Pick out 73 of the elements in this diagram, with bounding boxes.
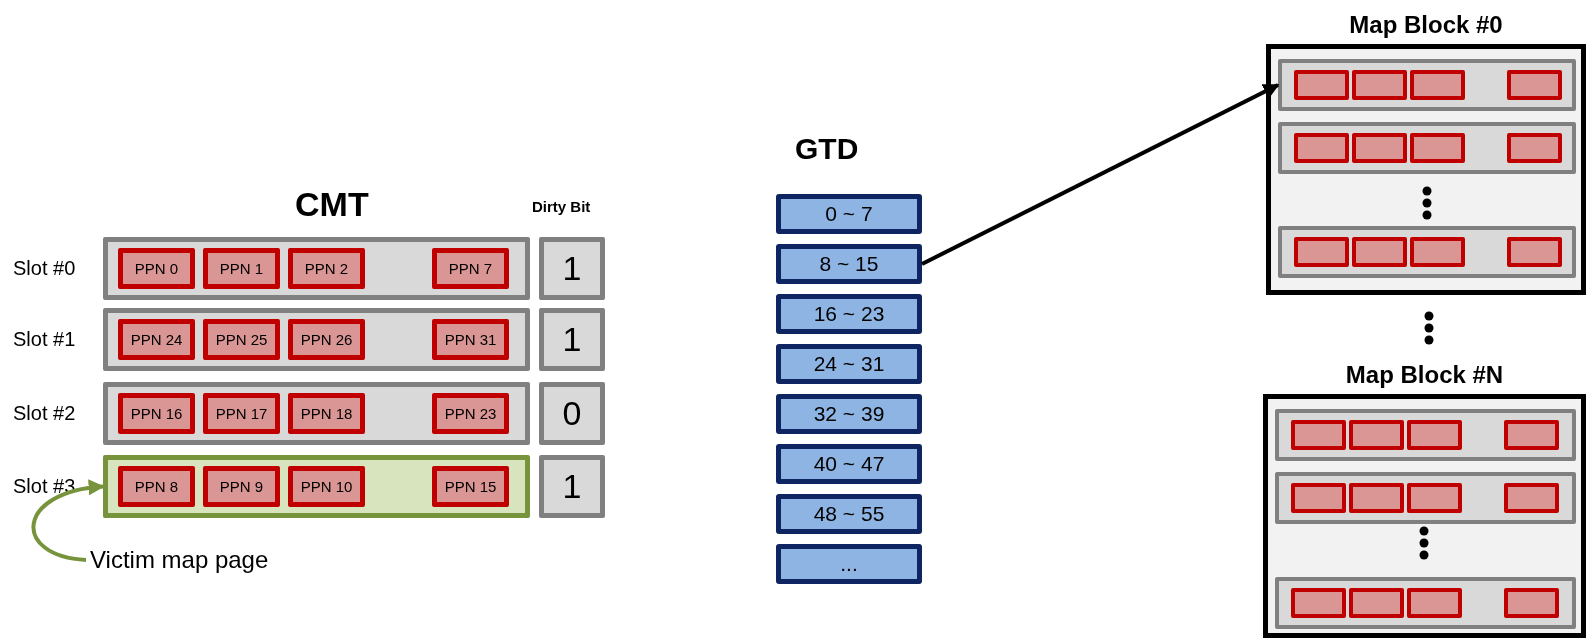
ppn-entry: [1410, 133, 1465, 163]
table-title: GTD: [795, 132, 859, 166]
ppn-entry: PPN 24: [118, 319, 195, 360]
ppn-entry: [1407, 588, 1462, 618]
ppn-entry: [1294, 70, 1349, 100]
ppn-entry: [1291, 420, 1346, 450]
ppn-entry: [1294, 133, 1349, 163]
ppn-entry: PPN 16: [118, 393, 195, 434]
ppn-entry: PPN 7: [432, 248, 509, 289]
arrow: [31, 480, 105, 562]
ppn-entry: [1349, 588, 1404, 618]
gtd-entry: 32 ~ 39: [776, 394, 922, 434]
map-page-row: [1278, 122, 1576, 174]
ppn-entry: PPN 8: [118, 466, 195, 507]
cache-slot-row: [103, 237, 530, 300]
gtd-entry: 24 ~ 31: [776, 344, 922, 384]
arrow: [921, 83, 1280, 266]
ppn-entry: PPN 18: [288, 393, 365, 434]
dirty-bit-cell: 0: [539, 382, 605, 445]
dirty-bit-cell: 1: [539, 308, 605, 371]
ppn-entry: [1352, 237, 1407, 267]
victim-slot-row: [103, 455, 530, 518]
map-page-row: [1275, 577, 1576, 629]
ppn-entry: [1291, 588, 1346, 618]
gtd-entry: 8 ~ 15: [776, 244, 922, 284]
slot-label: Slot #0: [13, 256, 76, 280]
ppn-entry: PPN 25: [203, 319, 280, 360]
ppn-entry: [1504, 483, 1559, 513]
ppn-entry: PPN 17: [203, 393, 280, 434]
ppn-entry: [1410, 237, 1465, 267]
ppn-entry: [1504, 420, 1559, 450]
ppn-entry: [1294, 237, 1349, 267]
ppn-entry: PPN 9: [203, 466, 280, 507]
cache-slot-row: [103, 382, 530, 445]
annotation-text: Victim map page: [90, 543, 320, 577]
ppn-entry: [1507, 70, 1562, 100]
ppn-entry: [1349, 483, 1404, 513]
gtd-entry: 0 ~ 7: [776, 194, 922, 234]
dirty-bit-cell: 1: [539, 237, 605, 300]
gtd-entry: 40 ~ 47: [776, 444, 922, 484]
slot-label: Slot #2: [13, 401, 76, 425]
gtd-entry: 16 ~ 23: [776, 294, 922, 334]
map-block-title: Map Block #N: [1344, 361, 1505, 389]
ppn-entry: PPN 2: [288, 248, 365, 289]
ppn-entry: PPN 0: [118, 248, 195, 289]
cache-slot-row: [103, 308, 530, 371]
ppn-entry: [1410, 70, 1465, 100]
ppn-entry: PPN 1: [203, 248, 280, 289]
ppn-entry: [1352, 70, 1407, 100]
dirty-bit-cell: 1: [539, 455, 605, 518]
map-page-row: [1275, 472, 1576, 524]
ppn-entry: [1407, 483, 1462, 513]
ppn-entry: PPN 26: [288, 319, 365, 360]
ppn-entry: [1352, 133, 1407, 163]
map-page-row: [1275, 409, 1576, 461]
map-page-row: [1278, 59, 1576, 111]
slot-label: Slot #1: [13, 327, 76, 351]
gtd-entry: 48 ~ 55: [776, 494, 922, 534]
ppn-entry: [1407, 420, 1462, 450]
ppn-entry: [1507, 133, 1562, 163]
map-block-title: Map Block #0: [1348, 11, 1504, 39]
ppn-entry: PPN 31: [432, 319, 509, 360]
ppn-entry: PPN 23: [432, 393, 509, 434]
column-header: Dirty Bit: [532, 198, 591, 215]
ppn-entry: PPN 10: [288, 466, 365, 507]
map-page-row: [1278, 226, 1576, 278]
ppn-entry: [1291, 483, 1346, 513]
ppn-entry: [1349, 420, 1404, 450]
ppn-entry: [1507, 237, 1562, 267]
gtd-entry: ...: [776, 544, 922, 584]
table-title: CMT: [295, 185, 369, 224]
ppn-entry: PPN 15: [432, 466, 509, 507]
ppn-entry: [1504, 588, 1559, 618]
